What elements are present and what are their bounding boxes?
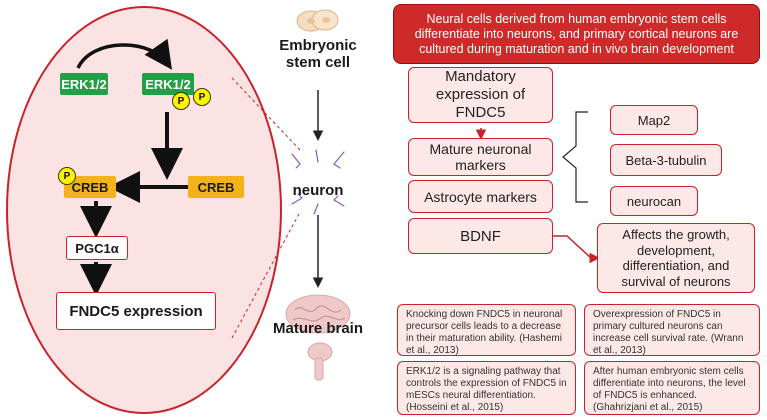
astrocyte-markers-label: Astrocyte markers (424, 188, 537, 205)
phospho-label: P (63, 170, 71, 182)
pgc1a-box: PGC1α (66, 236, 128, 260)
note-text: After human embryonic stem cells differe… (593, 366, 746, 413)
phospho-icon: P (172, 92, 190, 110)
note-hashemi: Knocking down FNDC5 in neuronal precurso… (397, 304, 576, 356)
erk-label-right: ERK1/2 (145, 76, 191, 92)
erk-box-right: ERK1/2 (142, 73, 194, 95)
creb-box-left: CREB (64, 176, 116, 198)
astrocyte-markers-box: Astrocyte markers (408, 180, 553, 213)
erk-box-left: ERK1/2 (60, 73, 108, 95)
flow-connectors (475, 111, 600, 264)
mature-brain-label: Mature brain (272, 320, 363, 337)
bdnf-effect-label: Affects the growth, development, differe… (621, 227, 731, 289)
creb-label-left: CREB (71, 179, 109, 195)
bdnf-effect-box: Affects the growth, development, differe… (597, 223, 755, 293)
bdnf-box: BDNF (408, 218, 553, 254)
header-text: Neural cells derived from human embryoni… (414, 11, 739, 56)
zoom-lines (231, 77, 301, 339)
stem-cell-icon (296, 9, 339, 32)
note-ghahrizjani: After human embryonic stem cells differe… (584, 361, 760, 415)
development-arrows (312, 90, 324, 288)
beta3-tubulin-label: Beta-3-tubulin (625, 152, 707, 168)
neuron-label: neuron (292, 182, 344, 199)
creb-label-right: CREB (197, 179, 235, 195)
beta3-tubulin-box: Beta-3-tubulin (610, 144, 722, 176)
phospho-icon: P (58, 167, 76, 185)
note-text: ERK1/2 is a signaling pathway that contr… (406, 366, 567, 413)
phospho-label: P (177, 95, 185, 107)
header-box: Neural cells derived from human embryoni… (393, 4, 760, 64)
note-wrann: Overexpression of FNDC5 in primary cultu… (584, 304, 760, 356)
note-text: Overexpression of FNDC5 in primary cultu… (593, 309, 744, 356)
note-hosseini: ERK1/2 is a signaling pathway that contr… (397, 361, 576, 415)
embryonic-stem-cell-label: Embryonic stem cell (279, 37, 357, 71)
neurocan-label: neurocan (626, 193, 682, 209)
note-text: Knocking down FNDC5 in neuronal precurso… (406, 309, 563, 356)
bdnf-label: BDNF (460, 227, 501, 245)
mature-neuronal-markers-label: Mature neuronal markers (429, 141, 532, 173)
fndc5-expression-label: FNDC5 expression (69, 302, 203, 320)
fndc5-expression-box: FNDC5 expression (56, 292, 216, 330)
phospho-label: P (198, 91, 206, 103)
mature-neuronal-markers-box: Mature neuronal markers (408, 138, 553, 176)
brain-stem-icon (307, 342, 333, 381)
phosphorylation-arrow (76, 38, 172, 70)
map2-box: Map2 (610, 105, 698, 135)
mandatory-fndc5-box: Mandatory expression of FNDC5 (408, 67, 553, 123)
map2-label: Map2 (637, 112, 671, 128)
pgc1a-label: PGC1α (75, 240, 119, 256)
brain-icon (285, 294, 351, 334)
erk-label-left: ERK1/2 (61, 76, 107, 92)
neuron-icon (291, 149, 345, 215)
creb-box-right: CREB (188, 176, 244, 198)
phospho-icon: P (193, 88, 211, 106)
neurocan-box: neurocan (610, 186, 698, 216)
mandatory-fndc5-label: Mandatory expression of FNDC5 (435, 68, 526, 121)
pathway-arrows (76, 38, 188, 296)
